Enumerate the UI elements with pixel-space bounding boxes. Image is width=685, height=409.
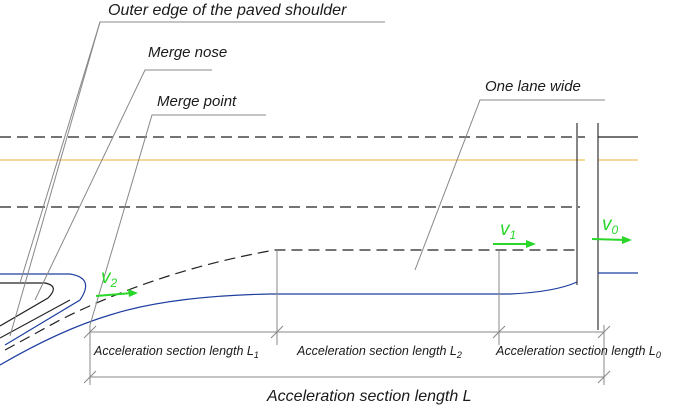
accel-lane-dashed-edge bbox=[4, 249, 575, 351]
label-accel-total: Acceleration section length L bbox=[266, 388, 472, 405]
leader-merge-nose bbox=[34, 69, 212, 301]
roadway bbox=[0, 123, 638, 366]
leader-outer-edge bbox=[19, 21, 385, 284]
label-accel-L1: Acceleration section length L1 bbox=[93, 344, 259, 360]
v0-label: v0 bbox=[602, 214, 619, 237]
leader-lines bbox=[9, 21, 605, 337]
tick-4 bbox=[597, 325, 611, 339]
v2-arrow-shaft bbox=[95, 292, 133, 297]
label-accel-L0: Acceleration section length L0 bbox=[495, 344, 661, 360]
v1-arrowhead bbox=[526, 240, 536, 248]
blue-accel-lane-edge bbox=[0, 281, 578, 366]
leader-merge-point bbox=[89, 114, 266, 326]
v0-arrow-shaft bbox=[591, 238, 627, 241]
v1-label: v1 bbox=[500, 219, 516, 242]
tick-6 bbox=[597, 370, 611, 384]
dimension-lines bbox=[83, 250, 611, 385]
v2-arrowhead bbox=[128, 289, 138, 297]
gore-black-outline bbox=[0, 282, 54, 327]
label-merge-nose: Merge nose bbox=[148, 44, 227, 61]
gore-blue-outline bbox=[0, 273, 87, 346]
tick-3 bbox=[492, 325, 506, 339]
tick-5 bbox=[83, 370, 97, 384]
label-one-lane-wide: One lane wide bbox=[485, 78, 581, 95]
label-outer-edge: Outer edge of the paved shoulder bbox=[108, 2, 347, 19]
v2-label: v2 bbox=[101, 267, 118, 290]
label-accel-L2: Acceleration section length L2 bbox=[296, 344, 462, 360]
velocity-arrows bbox=[95, 236, 632, 297]
tick-2 bbox=[270, 325, 284, 339]
tick-1 bbox=[83, 325, 97, 339]
v0-arrowhead bbox=[622, 236, 632, 244]
label-merge-point: Merge point bbox=[157, 93, 237, 110]
leader-outer-edge-2 bbox=[9, 21, 101, 337]
leader-one-lane bbox=[414, 99, 605, 271]
